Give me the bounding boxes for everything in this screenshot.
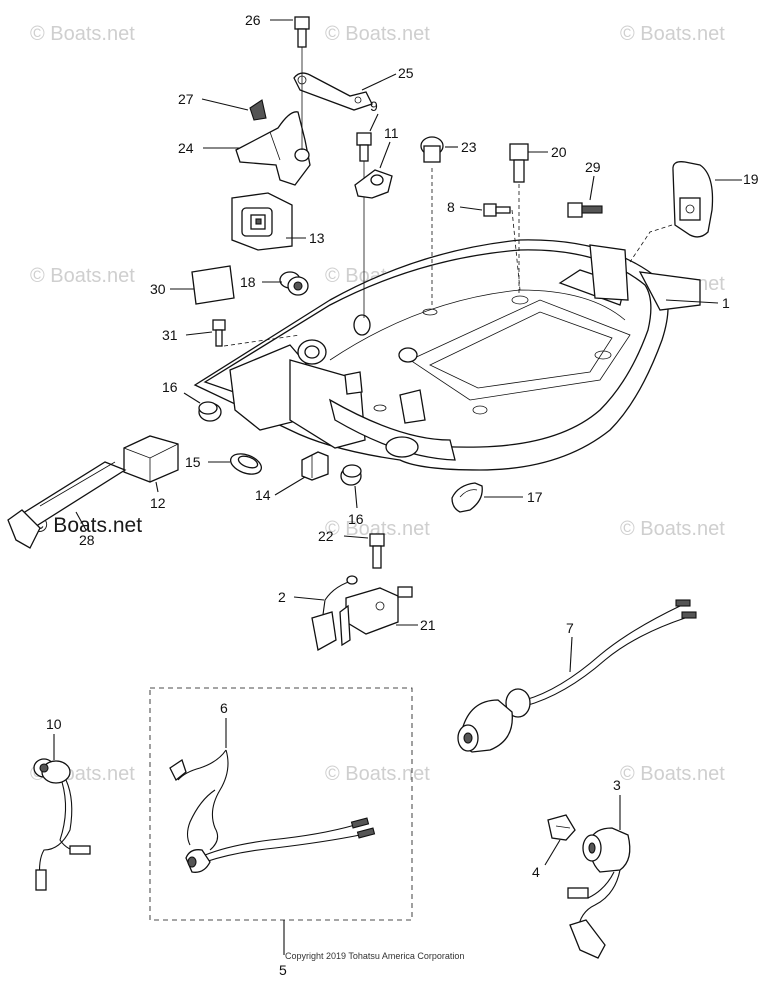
watermark: © Boats.net [620, 23, 725, 45]
assembly-line [511, 209, 521, 291]
part-28-handle [7, 461, 127, 549]
callout-13: 13 [309, 230, 325, 246]
part-19-cover [672, 161, 714, 238]
watermark: © Boats.net [30, 23, 135, 45]
watermark: © Boats.net [32, 514, 142, 537]
callout-14: 14 [255, 487, 271, 503]
part-23-grommet [420, 136, 444, 163]
assembly-line [629, 224, 673, 263]
leader-16b [354, 485, 358, 509]
part-20-bolt [509, 143, 529, 183]
callout-4: 4 [532, 864, 540, 880]
part-30-plate [191, 265, 235, 305]
part-22-bolt [369, 533, 385, 569]
leader-29 [589, 175, 595, 201]
leader-11 [379, 141, 391, 169]
part-9-bolt [356, 132, 372, 162]
leader-12 [155, 481, 159, 493]
part-27-clip [249, 99, 267, 121]
watermark: © Boats.net [325, 518, 430, 540]
part-13-switch-panel [231, 192, 293, 251]
callout-28: 28 [79, 532, 95, 548]
part-4-clip [547, 814, 576, 841]
callout-10: 10 [46, 716, 62, 732]
assembly-line [223, 334, 301, 347]
callout-15: 15 [185, 454, 201, 470]
callout-2: 2 [278, 589, 286, 605]
leader-25 [361, 73, 397, 91]
callout-27: 27 [178, 91, 194, 107]
callout-31: 31 [162, 327, 178, 343]
callout-23: 23 [461, 139, 477, 155]
part-26-bolt [294, 16, 310, 48]
leader-8 [459, 206, 483, 211]
callout-26: 26 [245, 12, 261, 28]
watermark: © Boats.net [620, 518, 725, 540]
watermark: © Boats.net [325, 763, 430, 785]
callout-18: 18 [240, 274, 256, 290]
callout-17: 17 [527, 489, 543, 505]
part-10-harness [33, 758, 91, 891]
part-16-plug-b [340, 464, 362, 486]
callout-8: 8 [447, 199, 455, 215]
leader-27 [201, 98, 249, 111]
part-11-bracket [354, 169, 393, 199]
callout-16a: 16 [162, 379, 178, 395]
copyright-text: Copyright 2019 Tohatsu America Corporati… [285, 951, 464, 961]
part-2-bracket [311, 575, 358, 652]
callout-3: 3 [613, 777, 621, 793]
leader-9 [369, 113, 379, 132]
callout-11: 11 [384, 125, 399, 141]
part-15-grommet [230, 453, 262, 475]
leader-22 [343, 535, 369, 539]
part-25-plate [293, 72, 373, 111]
kit-5-box [149, 687, 413, 921]
part-18-grommet [279, 271, 309, 296]
part-16-plug-a [198, 401, 222, 422]
leader-1 [665, 299, 719, 304]
part-7-harness [457, 599, 697, 753]
watermark: © Boats.net [325, 23, 430, 45]
callout-16b: 16 [348, 511, 364, 527]
part-21-switch [339, 586, 413, 647]
callout-9: 9 [370, 98, 378, 114]
leader-2 [293, 596, 325, 601]
part-8-screw [483, 203, 511, 217]
callout-12: 12 [150, 495, 166, 511]
part-31-bolt [212, 319, 226, 347]
callout-20: 20 [551, 144, 567, 160]
callout-24: 24 [178, 140, 194, 156]
leader-16a [183, 392, 201, 404]
part-3-switch [567, 827, 631, 959]
callout-25: 25 [398, 65, 414, 81]
callout-5: 5 [279, 962, 287, 978]
callout-22: 22 [318, 528, 334, 544]
bottom-cowl [193, 239, 701, 471]
leader-31 [185, 331, 213, 336]
part-29-bolt [567, 202, 603, 218]
watermark: © Boats.net [620, 763, 725, 785]
callout-21: 21 [420, 617, 436, 633]
callout-1: 1 [722, 295, 730, 311]
part-24-lever [235, 111, 311, 186]
callout-30: 30 [150, 281, 166, 297]
leader-7 [569, 636, 573, 673]
callout-6: 6 [220, 700, 228, 716]
callout-7: 7 [566, 620, 574, 636]
callout-29: 29 [585, 159, 601, 175]
watermark: © Boats.net [30, 265, 135, 287]
part-6-lanyard [169, 749, 376, 873]
leader-4 [544, 839, 561, 866]
callout-19: 19 [743, 171, 759, 187]
part-12-connector [123, 435, 179, 483]
leader-14 [274, 476, 306, 496]
part-14-clip [301, 451, 329, 481]
leader-28 [75, 511, 87, 531]
part-17-grommet [451, 482, 483, 513]
